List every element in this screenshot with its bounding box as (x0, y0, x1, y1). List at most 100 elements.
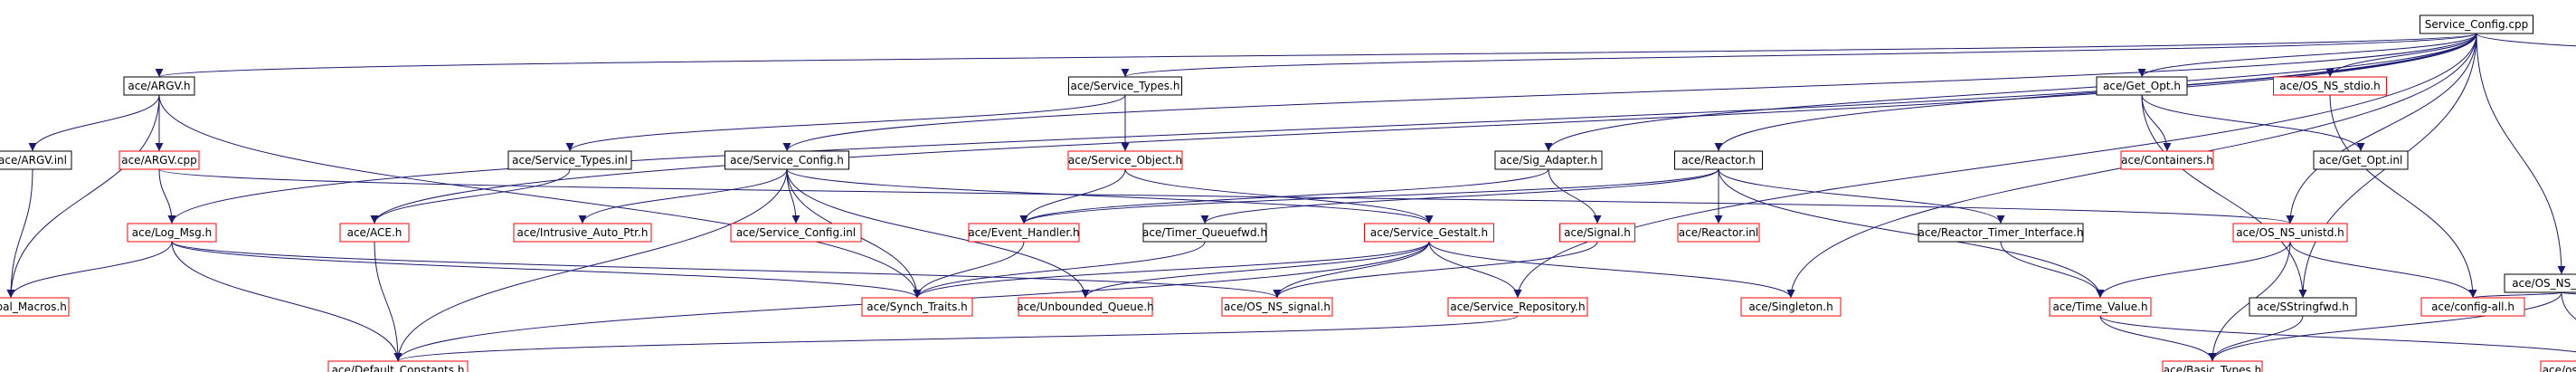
node-sig-adapter-h-box[interactable] (1494, 150, 1603, 170)
node-service-repository-h-box[interactable] (1447, 297, 1588, 317)
node-basic-types-h-box[interactable] (2162, 360, 2263, 372)
node-global-macros-h[interactable]: ace/Global_Macros.h (0, 297, 70, 317)
node-os-include-os-time-h[interactable]: ace/os_include/os_time.h (2540, 360, 2576, 372)
node-get-opt-inl[interactable]: ace/Get_Opt.inl (2313, 150, 2409, 170)
node-service-types-inl-box[interactable] (507, 150, 632, 170)
node-os-ns-signal-h-label: ace/OS_NS_signal.h (1224, 300, 1331, 313)
node-default-constants-h-box[interactable] (327, 360, 469, 372)
node-synch-traits-h-box[interactable] (861, 297, 973, 317)
edge-log-msg-h-to-os-ns-signal-h (171, 241, 1282, 299)
node-global-macros-h-box[interactable] (0, 297, 70, 317)
node-containers-h-label: ace/Containers.h (2121, 154, 2213, 167)
node-ace-h[interactable]: ace/ACE.h (339, 223, 410, 243)
node-event-handler-h-box[interactable] (968, 223, 1080, 243)
node-service-types-inl[interactable]: ace/Service_Types.inl (507, 150, 632, 170)
node-ace-h-box[interactable] (339, 223, 410, 243)
node-sstringfwd-h-box[interactable] (2249, 297, 2357, 317)
edge-service-config-cpp-to-service-config-h (782, 33, 2477, 152)
node-config-all-h-box[interactable] (2420, 297, 2525, 317)
node-config-all-h[interactable]: ace/config-all.h (2420, 297, 2525, 317)
node-os-include-os-time-h-label: ace/os_include/os_time.h (2543, 364, 2576, 372)
node-log-msg-h-box[interactable] (127, 223, 217, 243)
node-default-constants-h[interactable]: ace/Default_Constants.h (327, 360, 469, 372)
edge-service-types-inl-to-ace-h (370, 168, 571, 224)
node-signal-h-box[interactable] (1559, 223, 1635, 243)
node-os-ns-time-h-label: ace/OS_NS_time.h (2512, 277, 2576, 290)
node-os-ns-unistd-h-box[interactable] (2232, 223, 2348, 243)
node-service-gestalt-h[interactable]: ace/Service_Gestalt.h (1364, 223, 1494, 243)
edge-os-ns-time-h-to-config-all-h (2468, 289, 2562, 299)
node-service-config-h-box[interactable] (724, 150, 849, 170)
node-intrusive-auto-ptr-h-label: ace/Intrusive_Auto_Ptr.h (517, 226, 649, 239)
node-service-types-h[interactable]: ace/Service_Types.h (1068, 76, 1182, 96)
edge-service-gestalt-h-to-unbounded-queue-h (1081, 241, 1430, 299)
node-ace-h-label: ace/ACE.h (347, 226, 402, 239)
node-os-ns-time-h[interactable]: ace/OS_NS_time.h (2504, 273, 2576, 293)
node-reactor-h[interactable]: ace/Reactor.h (1674, 150, 1763, 170)
node-os-ns-stdio-h[interactable]: ace/OS_NS_stdio.h (2273, 76, 2387, 96)
node-service-types-h-box[interactable] (1068, 76, 1182, 96)
edge-get-opt-h-to-get-opt-inl (2141, 94, 2365, 152)
node-os-ns-unistd-h[interactable]: ace/OS_NS_unistd.h (2232, 223, 2348, 243)
node-os-ns-time-h-box[interactable] (2504, 273, 2576, 293)
edge-os-ns-unistd-h-to-time-value-h (2096, 241, 2291, 299)
node-service-config-inl[interactable]: ace/Service_Config.inl (730, 223, 862, 243)
node-intrusive-auto-ptr-h-box[interactable] (513, 223, 652, 243)
node-service-config-cpp-box[interactable] (2420, 14, 2533, 34)
node-argv-cpp-box[interactable] (118, 150, 200, 170)
node-argv-h-box[interactable] (123, 76, 195, 96)
node-time-value-h-box[interactable] (2049, 297, 2152, 317)
node-reactor-timer-interface-h-box[interactable] (1918, 223, 2084, 243)
node-reactor-inl[interactable]: ace/Reactor.inl (1677, 223, 1760, 243)
node-os-ns-stdio-h-label: ace/OS_NS_stdio.h (2279, 80, 2381, 92)
node-os-ns-signal-h[interactable]: ace/OS_NS_signal.h (1221, 297, 1333, 317)
node-service-config-cpp[interactable]: Service_Config.cpp (2420, 14, 2533, 34)
edge-service-config-cpp-to-thread-h (2476, 33, 2576, 47)
node-service-config-inl-box[interactable] (730, 223, 862, 243)
node-os-ns-stdio-h-box[interactable] (2273, 76, 2387, 96)
node-argv-cpp[interactable]: ace/ARGV.cpp (118, 150, 200, 170)
node-basic-types-h[interactable]: ace/Basic_Types.h (2162, 360, 2263, 372)
node-get-opt-inl-box[interactable] (2313, 150, 2409, 170)
node-signal-h[interactable]: ace/Signal.h (1559, 223, 1635, 243)
edge-service-config-cpp-to-os-ns-unistd-h (2286, 33, 2477, 224)
node-intrusive-auto-ptr-h[interactable]: ace/Intrusive_Auto_Ptr.h (513, 223, 652, 243)
node-unbounded-queue-h-box[interactable] (1018, 297, 1153, 317)
node-config-all-h-label: ace/config-all.h (2431, 300, 2514, 313)
node-argv-h[interactable]: ace/ARGV.h (123, 76, 195, 96)
node-get-opt-h[interactable]: ace/Get_Opt.h (2096, 76, 2188, 96)
node-sig-adapter-h[interactable]: ace/Sig_Adapter.h (1494, 150, 1603, 170)
node-service-repository-h[interactable]: ace/Service_Repository.h (1447, 297, 1588, 317)
node-log-msg-h[interactable]: ace/Log_Msg.h (127, 223, 217, 243)
node-sstringfwd-h[interactable]: ace/SStringfwd.h (2249, 297, 2357, 317)
edge-service-config-cpp-to-log-msg-h (167, 33, 2477, 224)
node-timer-queuefwd-h-box[interactable] (1142, 223, 1267, 243)
edge-service-config-cpp-to-argv-h (156, 33, 2477, 78)
node-get-opt-h-box[interactable] (2096, 76, 2188, 96)
node-singleton-h[interactable]: ace/Singleton.h (1740, 297, 1842, 317)
node-reactor-timer-interface-h[interactable]: ace/Reactor_Timer_Interface.h (1918, 223, 2084, 243)
node-service-object-h[interactable]: ace/Service_Object.h (1067, 150, 1183, 170)
node-unbounded-queue-h[interactable]: ace/Unbounded_Queue.h (1017, 297, 1154, 317)
node-reactor-inl-box[interactable] (1677, 223, 1760, 243)
node-containers-h-box[interactable] (2120, 150, 2214, 170)
node-timer-queuefwd-h[interactable]: ace/Timer_Queuefwd.h (1142, 223, 1267, 243)
node-service-config-h[interactable]: ace/Service_Config.h (724, 150, 849, 170)
edge-log-msg-h-to-global-macros-h (6, 241, 173, 299)
node-time-value-h[interactable]: ace/Time_Value.h (2049, 297, 2152, 317)
node-service-gestalt-h-box[interactable] (1364, 223, 1494, 243)
node-service-object-h-box[interactable] (1067, 150, 1183, 170)
edge-service-config-h-to-default-constants-h (393, 168, 788, 362)
node-synch-traits-h[interactable]: ace/Synch_Traits.h (861, 297, 973, 317)
node-os-include-os-time-h-box[interactable] (2540, 360, 2576, 372)
node-argv-inl-box[interactable] (0, 150, 72, 170)
node-service-object-h-label: ace/Service_Object.h (1068, 154, 1182, 167)
node-singleton-h-box[interactable] (1740, 297, 1842, 317)
node-argv-inl[interactable]: ace/ARGV.inl (0, 150, 72, 170)
node-event-handler-h[interactable]: ace/Event_Handler.h (968, 223, 1080, 243)
node-reactor-h-box[interactable] (1674, 150, 1763, 170)
node-os-ns-signal-h-box[interactable] (1221, 297, 1333, 317)
node-service-gestalt-h-label: ace/Service_Gestalt.h (1370, 226, 1488, 239)
node-containers-h[interactable]: ace/Containers.h (2120, 150, 2214, 170)
edge-service-object-h-to-event-handler-h (1019, 168, 1126, 224)
